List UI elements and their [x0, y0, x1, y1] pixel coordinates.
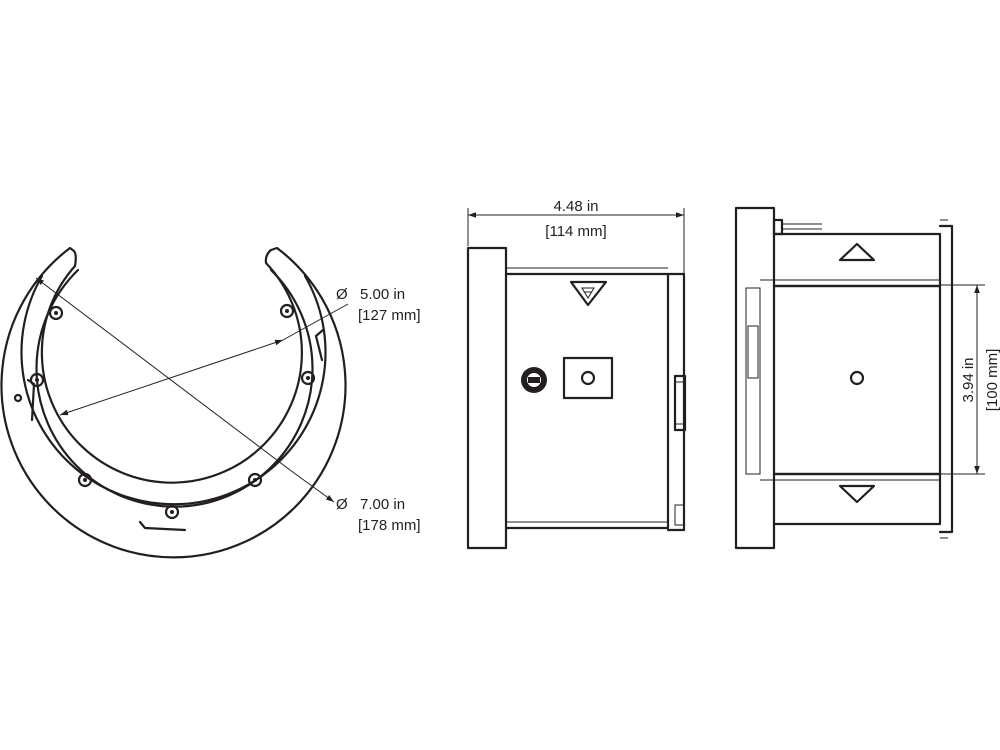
- side-body: [504, 272, 670, 530]
- hole: [300, 370, 316, 386]
- side-badge-mark: [528, 377, 540, 383]
- height-mm: [100 mm]: [984, 349, 1000, 412]
- hole: [13, 393, 23, 403]
- side-back-tab: [673, 374, 687, 432]
- top-flange-clip: [747, 325, 759, 379]
- outer-diameter-leader: [289, 469, 335, 503]
- mounting-holes: [13, 303, 316, 520]
- outer-diameter-line: [35, 277, 291, 471]
- inner-diameter-mm: [127 mm]: [358, 307, 421, 324]
- side-view: 4.48 in [114 mm]: [466, 198, 687, 550]
- hole: [29, 372, 45, 388]
- ring-notch-bottom: [138, 520, 187, 532]
- inner-diameter-leader: [282, 303, 349, 341]
- side-logo-triangle: [569, 280, 608, 307]
- top-connector: [772, 218, 784, 236]
- ring-outer-lip: [20, 274, 327, 506]
- inner-diameter-inches: 5.00 in: [360, 286, 405, 303]
- hole: [164, 504, 180, 520]
- side-connector-plate: [562, 356, 614, 400]
- top-body-lower: [772, 472, 942, 526]
- ring-outer-edge: [0, 246, 347, 559]
- hole: [77, 472, 93, 488]
- side-connector-hole: [580, 370, 596, 386]
- front-view-ring: Ø 5.00 in [127 mm] Ø 7.00 in [178 mm]: [0, 246, 421, 559]
- top-logo-lower: [838, 484, 876, 504]
- ring-notch-right: [314, 328, 325, 362]
- side-logo-mark: [581, 287, 595, 299]
- top-back-cap: [938, 224, 954, 534]
- hole: [279, 303, 295, 319]
- outer-diameter-symbol: Ø: [336, 496, 348, 513]
- top-flange-slot: [745, 287, 761, 475]
- hole: [48, 305, 64, 321]
- outer-diameter-inches: 7.00 in: [360, 496, 405, 513]
- depth-inches: 4.48 in: [553, 198, 598, 215]
- inner-diameter-line: [59, 339, 284, 416]
- top-view: 3.94 in [100 mm]: [734, 206, 1000, 550]
- height-inches: 3.94 in: [960, 357, 977, 402]
- top-body-middle: [772, 284, 942, 476]
- top-center-hole: [849, 370, 865, 386]
- top-logo-upper: [838, 242, 876, 262]
- hole: [247, 472, 263, 488]
- side-flange: [466, 246, 508, 550]
- side-back-lower-tab: [674, 504, 685, 526]
- depth-mm: [114 mm]: [545, 223, 606, 240]
- outer-diameter-mm: [178 mm]: [358, 517, 421, 534]
- inner-diameter-symbol: Ø: [336, 286, 348, 303]
- top-flange: [734, 206, 776, 550]
